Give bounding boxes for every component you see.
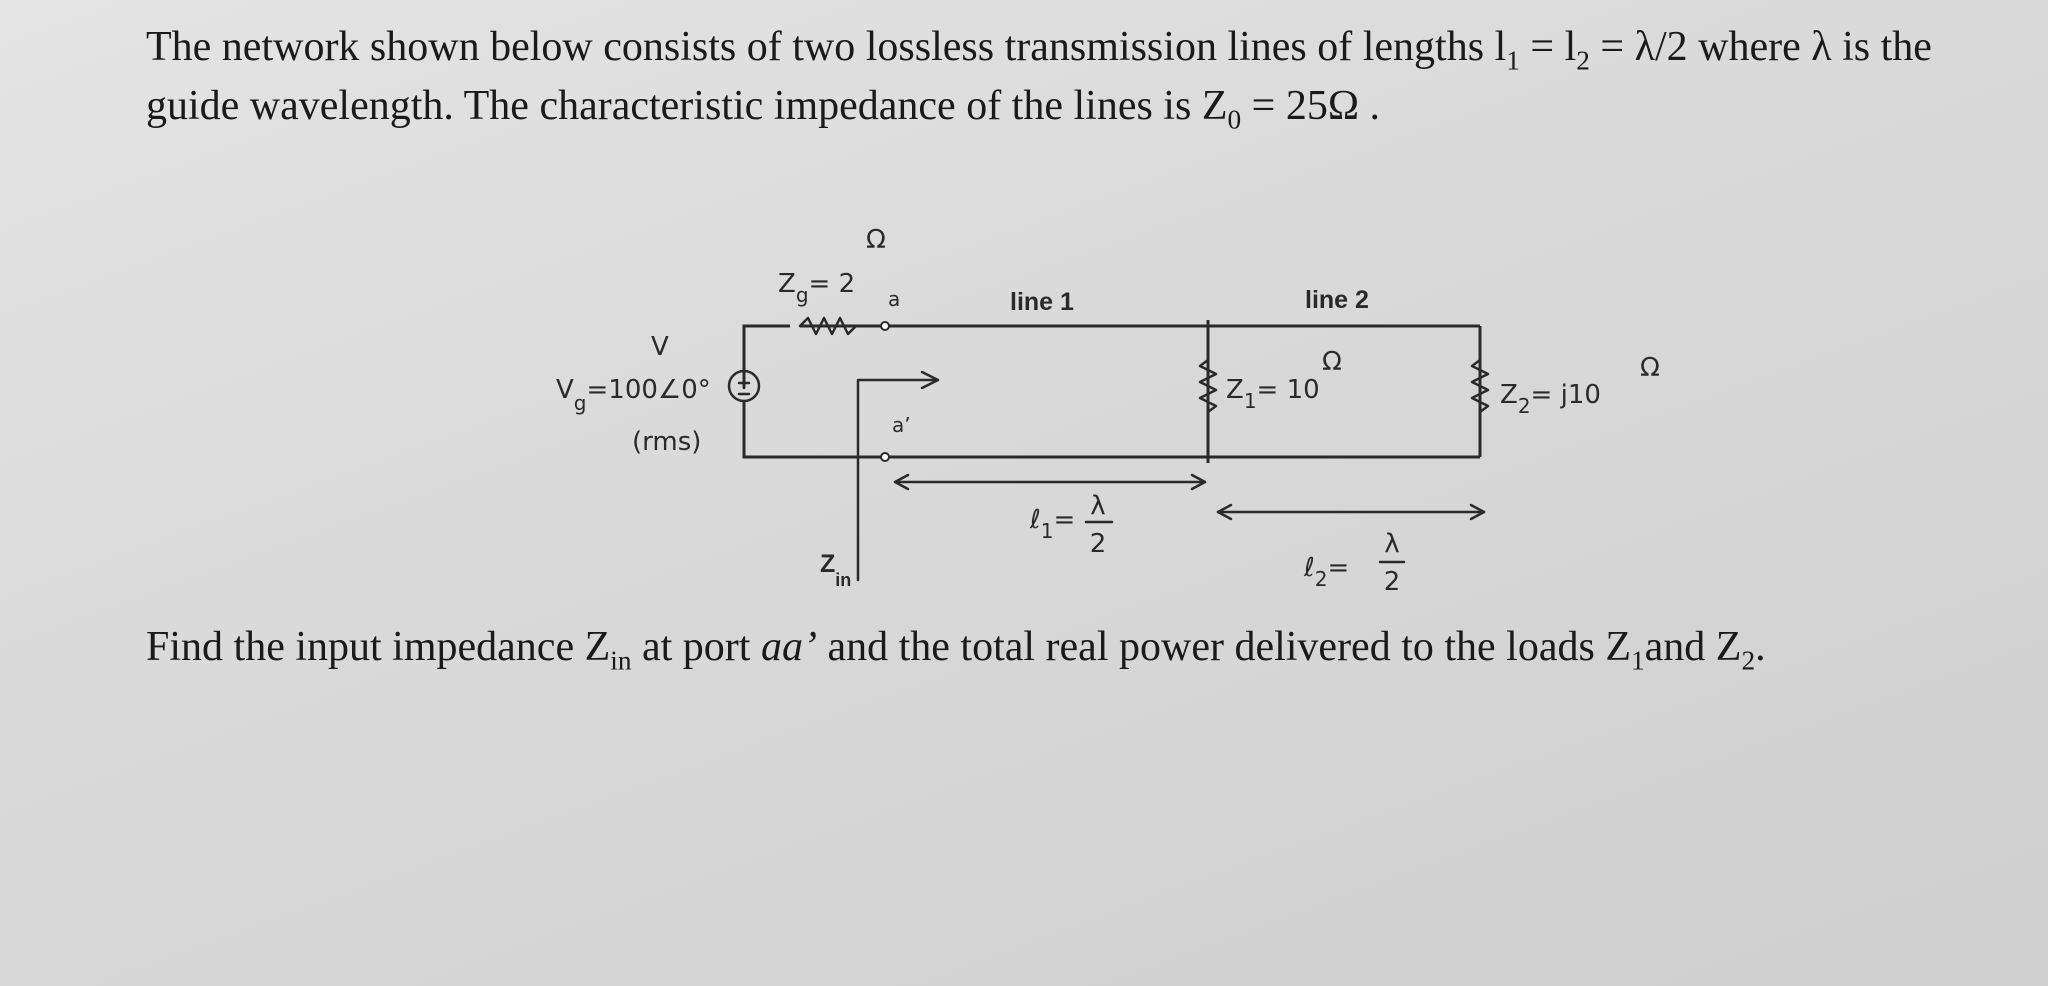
resistor-zg xyxy=(798,316,887,336)
z1-subscript: 1 xyxy=(1244,389,1257,413)
port-a-prime-label: a’ xyxy=(892,413,911,437)
intro-text: The network shown below consists of two … xyxy=(146,24,1507,70)
z2-subscript: 2 xyxy=(1518,394,1531,418)
load-z1-resistor xyxy=(1198,358,1218,414)
z2-symbol: Z xyxy=(1500,380,1518,410)
port-a-prime-terminal xyxy=(880,452,890,462)
zg-label: Zg= 2 xyxy=(778,269,855,307)
len2-equals: = xyxy=(1327,553,1349,583)
length-arrow-1 xyxy=(893,473,1207,491)
zin-symbol: Z xyxy=(820,550,835,578)
length2-den: 2 xyxy=(1384,567,1401,597)
voltage-source xyxy=(727,369,761,403)
z2-value: = j10 xyxy=(1531,380,1601,410)
generator-wire xyxy=(742,324,790,459)
length1-den: 2 xyxy=(1090,529,1107,559)
z2-label: Z2= j10 xyxy=(1500,380,1601,418)
zg-symbol: Z xyxy=(778,269,796,299)
question-segment: Find the input impedance Z xyxy=(146,624,611,670)
subscript: in xyxy=(610,645,632,676)
zg-value: = 2 xyxy=(809,269,856,299)
length2-num: λ xyxy=(1384,529,1399,559)
length-arrow-2 xyxy=(1216,503,1486,521)
question-segment: and the total real power delivered to th… xyxy=(816,624,1631,670)
subscript: 2 xyxy=(1576,45,1590,76)
z1-label: Z1= 10 xyxy=(1226,375,1320,413)
intro-text: = l xyxy=(1519,24,1577,70)
rms-label: (rms) xyxy=(632,427,701,457)
zin-probe-line xyxy=(856,378,938,582)
zin-arrow-icon xyxy=(920,370,940,390)
question-segment: . xyxy=(1755,624,1766,670)
length1-num: λ xyxy=(1090,491,1105,521)
zin-subscript: in xyxy=(835,570,851,590)
z1-symbol: Z xyxy=(1226,375,1244,405)
load-z2-resistor xyxy=(1470,358,1490,414)
line1-label: line 1 xyxy=(1010,288,1074,316)
z2-unit: Ω xyxy=(1640,353,1660,383)
len2-subscript: 2 xyxy=(1315,567,1328,591)
len1-symbol: ℓ xyxy=(1029,505,1041,535)
len1-equals: = xyxy=(1053,505,1075,535)
subscript: 0 xyxy=(1227,104,1242,135)
len2-symbol: ℓ xyxy=(1303,553,1315,583)
question-text: Find the input impedance Zin at port aa’… xyxy=(146,620,1946,679)
intro-text: = λ/2 where λ is the guide wavelength. T… xyxy=(146,24,1932,129)
line2-label: line 2 xyxy=(1305,286,1369,314)
vg-symbol: V xyxy=(556,375,574,405)
subscript: 1 xyxy=(1506,45,1520,76)
len1-subscript: 1 xyxy=(1041,519,1054,543)
vg-value: =100∠0° xyxy=(587,375,711,405)
port-name: aa’ xyxy=(760,624,817,670)
length1-label: ℓ1= xyxy=(1029,505,1075,543)
question-segment: and Z xyxy=(1644,624,1742,670)
zg-unit: Ω xyxy=(866,225,886,255)
port-a-label: a xyxy=(888,287,900,311)
question-segment: at port xyxy=(631,624,761,670)
z1-unit: Ω xyxy=(1322,347,1342,377)
intro-text: = 25Ω . xyxy=(1241,82,1381,129)
port-a-terminal xyxy=(880,321,890,331)
subscript: 2 xyxy=(1741,645,1756,676)
z1-value: = 10 xyxy=(1257,375,1320,405)
subscript: 1 xyxy=(1631,645,1645,676)
zin-label: Zin xyxy=(820,550,851,590)
source-unit-label: V xyxy=(651,332,669,362)
vg-subscript: g xyxy=(574,391,587,415)
vg-label: Vg=100∠0° xyxy=(556,375,711,415)
length2-label: ℓ2= xyxy=(1303,553,1349,591)
zg-subscript: g xyxy=(796,283,809,307)
problem-statement: The network shown below consists of two … xyxy=(146,20,1946,138)
